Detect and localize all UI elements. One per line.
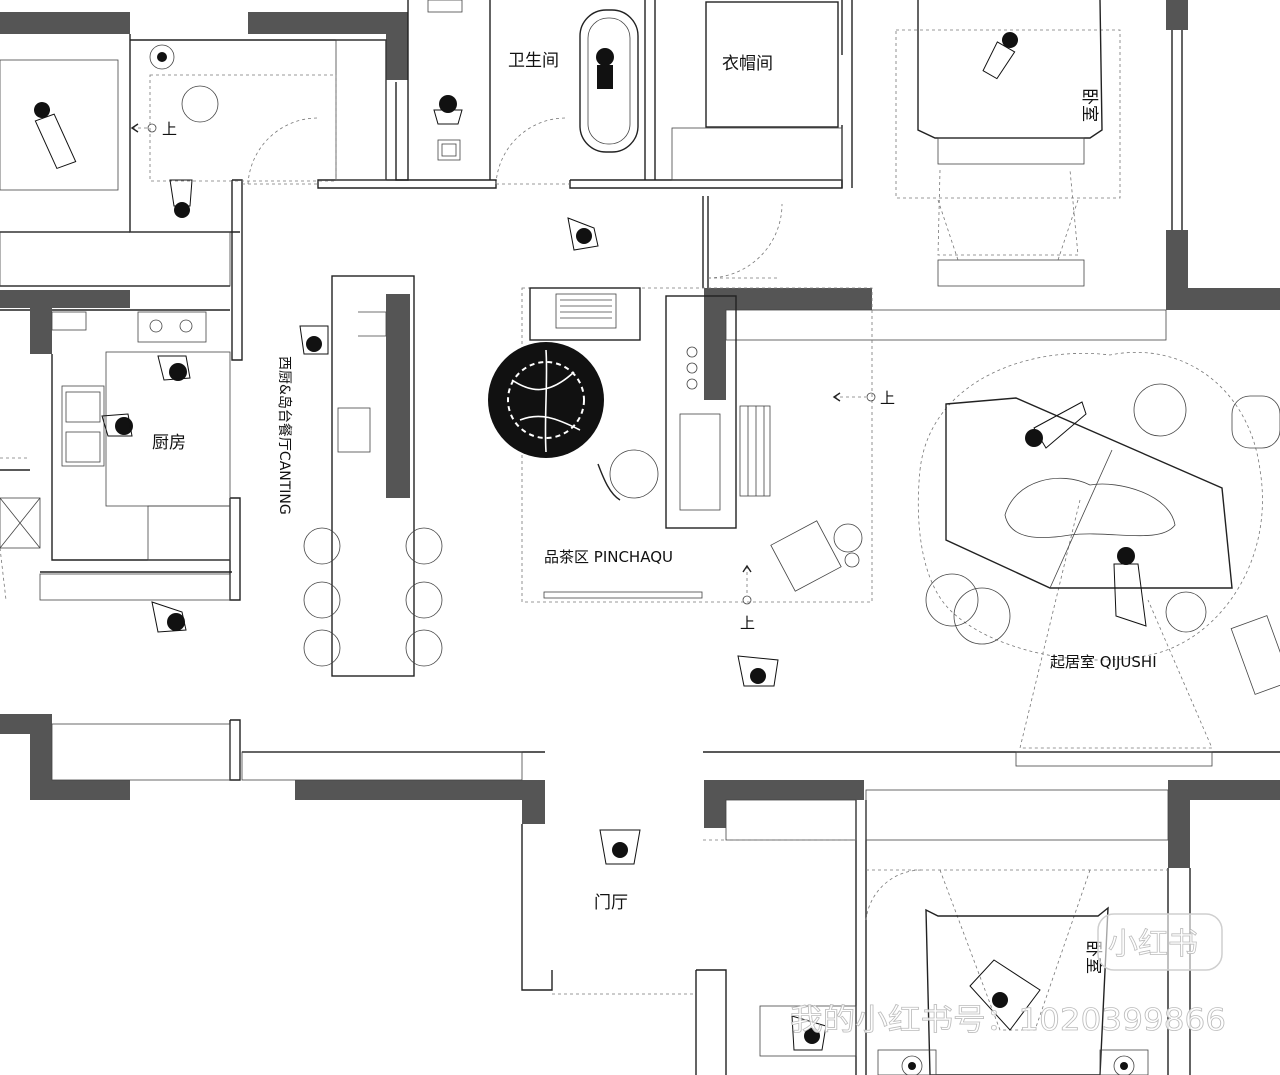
person-icon bbox=[737, 655, 779, 687]
person-icon bbox=[567, 217, 599, 251]
person-icon bbox=[1025, 401, 1087, 449]
level-markers: 上 上 上 bbox=[130, 120, 895, 632]
walls bbox=[0, 0, 1280, 868]
watermark: 小红书 我的小红书号：1020399866 bbox=[790, 913, 1226, 1038]
person-icon bbox=[157, 355, 191, 381]
level-marker-label: 上 bbox=[740, 614, 755, 632]
person-icon bbox=[299, 325, 329, 355]
person-icon bbox=[969, 959, 1041, 1031]
person-icon bbox=[34, 102, 77, 170]
person-icon bbox=[169, 179, 193, 218]
room-label-entrance: 门厅 bbox=[594, 893, 628, 913]
watermark-id: 我的小红书号：1020399866 bbox=[790, 1003, 1226, 1038]
room-label-tea-area: 品茶区 PINCHAQU bbox=[544, 548, 673, 566]
level-marker: 上 bbox=[832, 389, 895, 407]
person-icon bbox=[982, 32, 1018, 80]
room-label-living: 起居室 QIJUSHI bbox=[1050, 653, 1157, 671]
room-label-dining: 西厨&岛台餐厅CANTING bbox=[276, 356, 292, 515]
room-label-cloakroom: 衣帽间 bbox=[722, 54, 773, 74]
person-icon bbox=[151, 601, 187, 633]
dashed-lines bbox=[0, 29, 1263, 1031]
room-labels: 卫生间 衣帽间 卧室 厨房 西厨&岛台餐厅CANTING 品茶区 PINCHAQ… bbox=[152, 51, 1157, 974]
people bbox=[34, 32, 1147, 1051]
room-label-bedroom-top: 卧室 bbox=[1079, 88, 1099, 122]
room-label-kitchen: 厨房 bbox=[152, 433, 186, 453]
person-icon bbox=[1113, 547, 1147, 627]
person-icon bbox=[433, 95, 463, 125]
person-icon bbox=[101, 413, 133, 437]
level-marker-label: 上 bbox=[162, 120, 177, 138]
level-marker: 上 bbox=[740, 564, 755, 632]
watermark-logo: 小红书 bbox=[1108, 927, 1198, 962]
person-icon bbox=[596, 48, 614, 89]
level-marker-label: 上 bbox=[880, 389, 895, 407]
person-icon bbox=[791, 1015, 827, 1051]
level-marker: 上 bbox=[130, 120, 177, 138]
person-icon bbox=[599, 829, 641, 865]
room-label-bathroom: 卫生间 bbox=[508, 51, 559, 71]
